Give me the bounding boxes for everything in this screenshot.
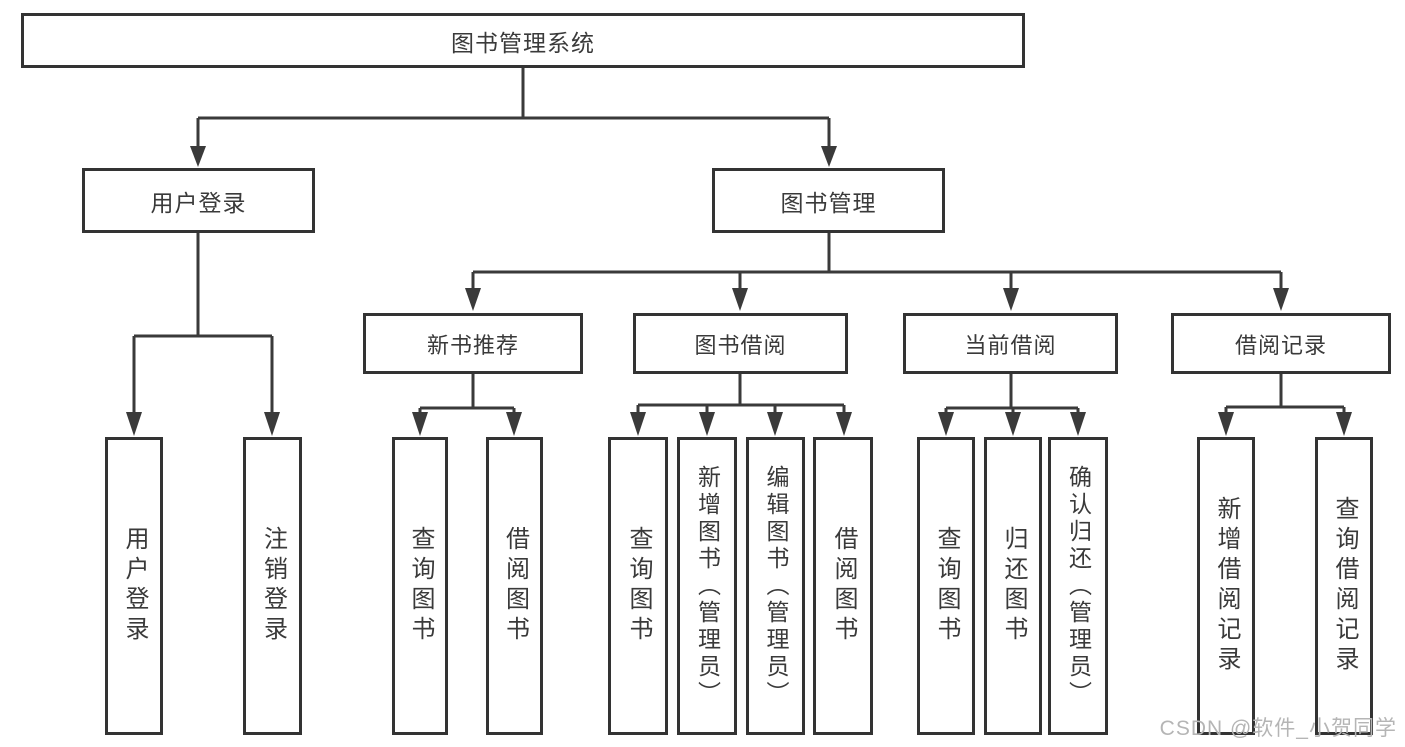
leaf-newbook-borrow-books-label: 借阅图书 [501,526,529,646]
leaf-current-query-books-label: 查询图书 [933,526,960,646]
connector-book-borrow-to-leaves [630,374,852,436]
leaf-add-borrow-record: 新增借阅记录 [1197,437,1255,735]
node-current-borrowing: 当前借阅 [903,313,1118,374]
leaf-borrow-books-label: 借阅图书 [830,526,857,646]
connector-book-mgmt-to-level3 [465,233,1289,311]
leaf-logout: 注销登录 [243,437,302,735]
node-root-label: 图书管理系统 [451,29,595,56]
leaf-user-login: 用户登录 [105,437,163,735]
node-new-book-recommend: 新书推荐 [363,313,583,374]
leaf-query-borrow-record: 查询借阅记录 [1315,437,1373,735]
leaf-edit-book-admin: 编辑图书（管理员） [746,437,805,735]
node-user-login-label: 用户登录 [150,189,247,216]
leaf-borrow-query-books: 查询图书 [608,437,668,735]
connector-root-to-level2 [190,67,837,167]
node-book-management-label: 图书管理 [780,189,877,216]
leaf-query-borrow-record-label: 查询借阅记录 [1331,496,1358,676]
leaf-newbook-query-books: 查询图书 [392,437,448,735]
node-root-system: 图书管理系统 [21,13,1025,68]
node-book-management: 图书管理 [712,168,945,233]
connector-user-login-to-leaves [126,233,280,436]
connector-borrow-records-to-leaves [1218,374,1352,436]
node-new-book-recommend-label: 新书推荐 [426,332,519,358]
node-current-borrowing-label: 当前借阅 [964,332,1057,358]
leaf-add-borrow-record-label: 新增借阅记录 [1213,496,1240,676]
node-borrowing-records-label: 借阅记录 [1234,332,1327,358]
leaf-current-query-books: 查询图书 [917,437,975,735]
leaf-add-book-admin: 新增图书（管理员） [677,437,737,735]
leaf-newbook-query-books-label: 查询图书 [407,526,434,646]
leaf-logout-label: 注销登录 [259,526,287,646]
leaf-confirm-return-admin-label: 确认归还（管理员） [1065,464,1092,708]
connector-current-borrow-to-leaves [938,374,1086,436]
leaf-confirm-return-admin: 确认归还（管理员） [1048,437,1108,735]
leaf-borrow-query-books-label: 查询图书 [625,526,652,646]
node-borrowing-records: 借阅记录 [1171,313,1391,374]
leaf-return-books: 归还图书 [984,437,1042,735]
leaf-edit-book-admin-label: 编辑图书（管理员） [763,464,789,708]
leaf-add-book-admin-label: 新增图书（管理员） [694,464,721,708]
leaf-return-books-label: 归还图书 [1000,526,1027,646]
leaf-borrow-books: 借阅图书 [813,437,873,735]
node-book-borrowing-label: 图书借阅 [694,332,787,358]
leaf-newbook-borrow-books: 借阅图书 [486,437,543,735]
node-book-borrowing: 图书借阅 [633,313,848,374]
leaf-user-login-label: 用户登录 [121,526,148,646]
connector-new-book-to-leaves [412,374,522,436]
csdn-watermark: CSDN @软件_小贺同学 [1159,717,1397,740]
node-user-login: 用户登录 [82,168,315,233]
